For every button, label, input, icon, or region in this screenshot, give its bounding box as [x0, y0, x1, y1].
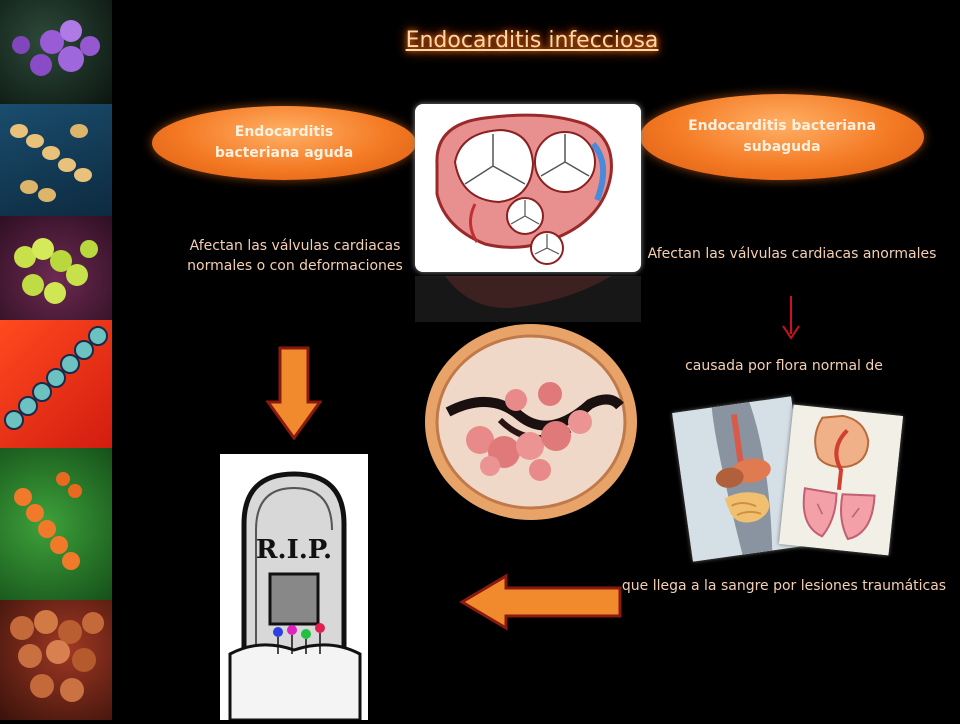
valve-vegetation-image: [420, 320, 642, 524]
heart-reflection-icon: [415, 276, 641, 322]
heart-diagram-icon: [435, 113, 613, 265]
bacteria-tile-chains-yellow: [0, 104, 112, 216]
tombstone-image: R.I.P.: [220, 454, 368, 722]
subacute-entry: que llega a la sangre por lesiones traum…: [621, 578, 947, 594]
heart-diagram-reflection: [415, 276, 641, 322]
tombstone-text: R.I.P.: [256, 535, 332, 565]
acute-endocarditis-label: Endocarditis bacteriana aguda: [214, 124, 354, 161]
arrow-down-thin-icon: [782, 296, 800, 340]
valve-vegetation-icon: [425, 324, 637, 520]
bacteria-tile-chains-orange: [0, 448, 112, 600]
acute-description: Afectan las válvulas cardiacas normales …: [187, 238, 403, 274]
subacute-endocarditis-label: Endocarditis bacteriana subaguda: [688, 118, 876, 155]
page-title: Endocarditis infecciosa: [405, 28, 659, 53]
arrow-down-orange: [265, 346, 323, 441]
tombstone-icon: R.I.P.: [228, 471, 362, 722]
bacteria-tile-chains-blue: [0, 320, 112, 448]
subacute-cause: causada por flora normal de: [685, 358, 883, 374]
digestive-system-image: [672, 396, 812, 562]
subacute-description: Afectan las válvulas cardiacas anormales: [647, 246, 937, 262]
acute-endocarditis-node: Endocarditis bacteriana aguda: [152, 106, 416, 180]
bacteria-tile-cocci-brown: [0, 600, 112, 720]
digestive-system-icon: [672, 396, 812, 562]
subacute-endocarditis-node: Endocarditis bacteriana subaguda: [640, 94, 924, 180]
bacteria-tile-cocci-green: [0, 216, 112, 320]
respiratory-system-icon: [778, 404, 904, 556]
arrow-down-red: [780, 296, 802, 340]
arrow-left-orange: [458, 572, 622, 632]
arrow-left-icon: [459, 573, 622, 631]
arrow-down-icon: [265, 346, 323, 441]
bacteria-tile-cocci-purple: [0, 0, 112, 104]
heart-diagram: [415, 104, 641, 272]
respiratory-system-image: [778, 404, 904, 556]
bacteria-image-strip: [0, 0, 112, 720]
